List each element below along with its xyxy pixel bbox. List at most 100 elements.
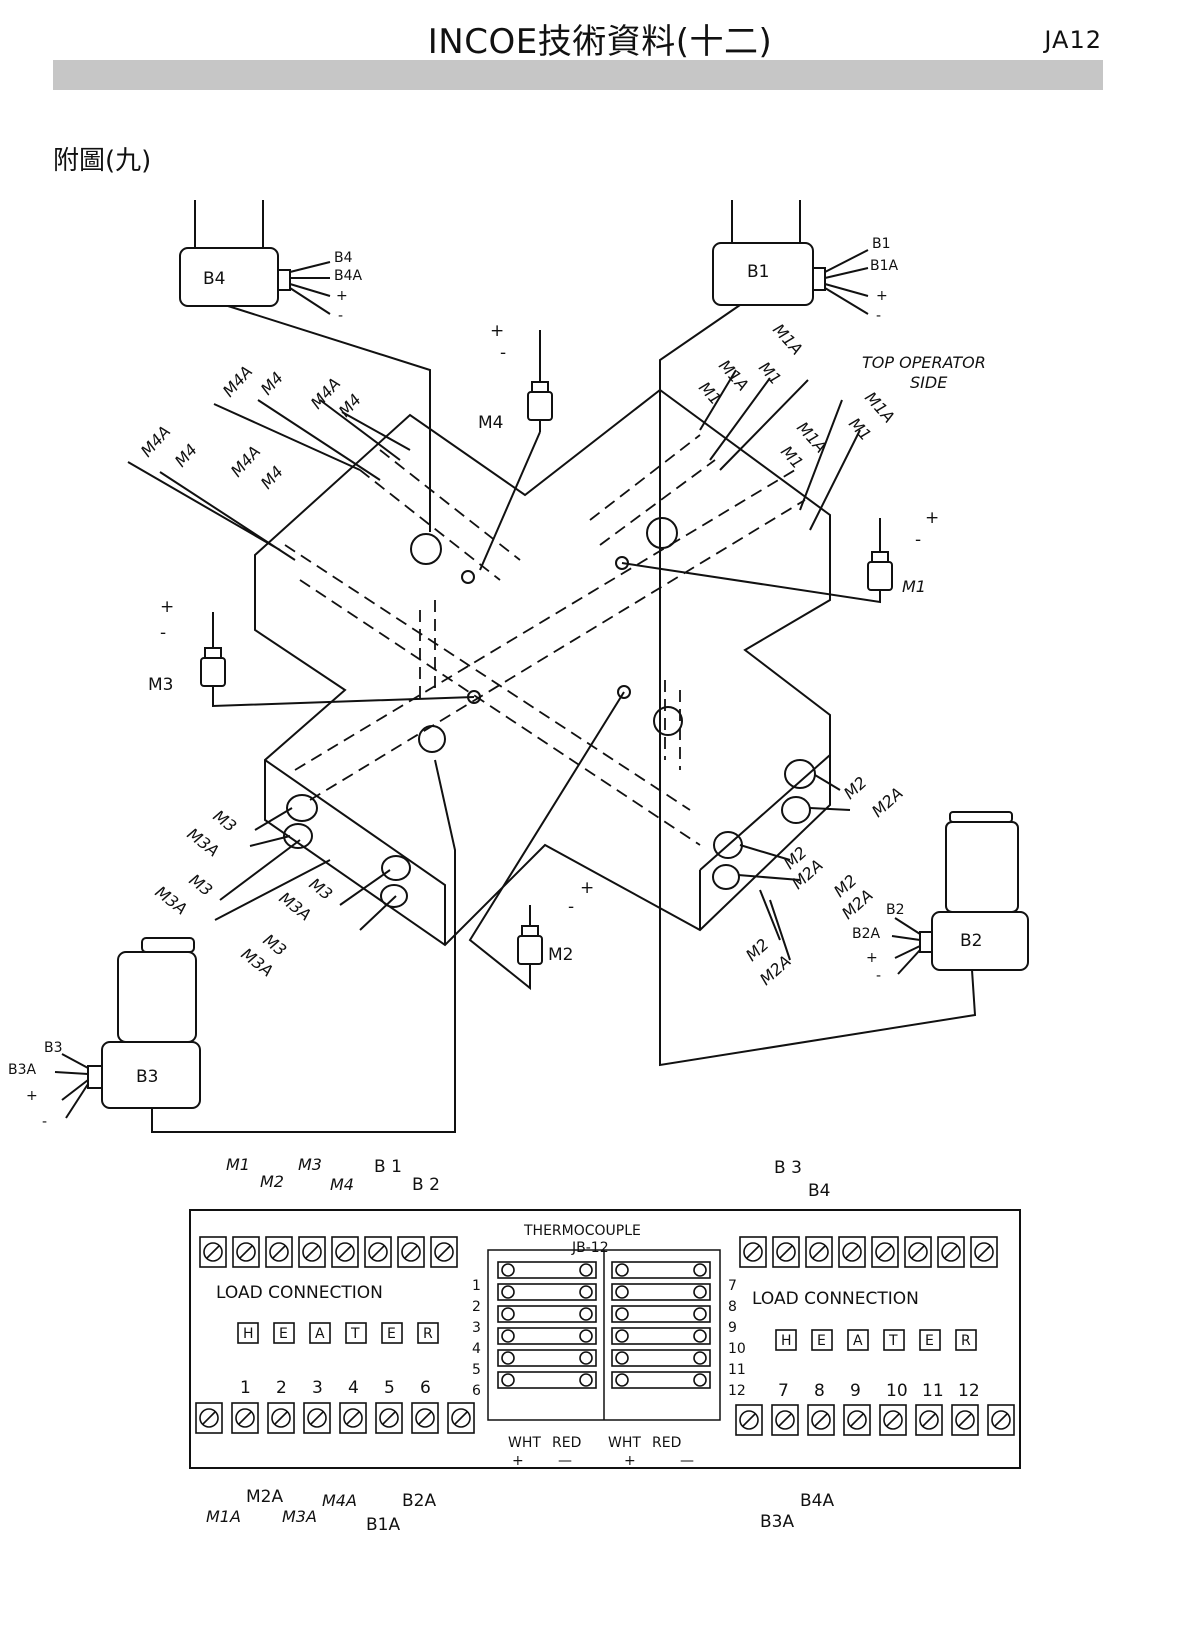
b1-wire-1: B1: [872, 236, 891, 252]
thermocouple-title: THERMOCOUPLE: [523, 1223, 641, 1239]
load-connection-left: LOAD CONNECTION: [216, 1283, 383, 1303]
tc-row-left-number: 4: [472, 1341, 481, 1357]
top-right-screw: [809, 1242, 829, 1262]
bottom-right-slot: [742, 1413, 756, 1427]
thermocouple-screw: [501, 1263, 515, 1277]
bottom-left-terminal: [267, 1402, 295, 1434]
bottom-left-terminal: [447, 1402, 475, 1434]
load-bottom-left-number: 2: [276, 1378, 287, 1398]
zone-m2-1: M2: [840, 773, 871, 803]
load-bottom-left-number: 4: [348, 1378, 359, 1398]
b3-wire-2: B3A: [8, 1062, 37, 1078]
jb-top-label-b4: B4: [808, 1181, 830, 1201]
thermocouple-screw: [615, 1285, 629, 1299]
bottom-right-terminal: [807, 1404, 835, 1436]
thermocouple-strip-row: [611, 1327, 711, 1345]
jb-bottom-label-b3a: B3A: [760, 1512, 794, 1532]
top-left-screw: [302, 1242, 322, 1262]
bottom-left-screw: [343, 1408, 363, 1428]
top-right-terminal: [871, 1236, 899, 1268]
bottom-right-terminal: [915, 1404, 943, 1436]
zone-m2-4: M2: [742, 935, 773, 965]
b2-wire-1: B2: [886, 902, 905, 918]
heater-left-letter: H: [243, 1326, 254, 1342]
jb-bottom-label-b1a: B1A: [366, 1515, 400, 1535]
load-bottom-left-number: 5: [384, 1378, 395, 1398]
thermocouple-screw: [579, 1285, 593, 1299]
thermocouple-screw: [693, 1285, 707, 1299]
top-left-terminal: [298, 1236, 326, 1268]
jb-bottom-label-b4a: B4A: [800, 1491, 834, 1511]
zone-m2a-1: M2A: [868, 783, 907, 820]
heater-left-box: [345, 1322, 367, 1344]
zone-m4a-2: M4A: [219, 362, 256, 401]
heater-right-letter: E: [925, 1333, 934, 1349]
zone-m1a-1: M1A: [769, 320, 806, 359]
connector-b1-label: B1: [747, 262, 769, 282]
b1-wire-4: -: [876, 308, 881, 324]
zone-m3-3: M3: [306, 874, 337, 904]
heater-right-box: [775, 1329, 797, 1351]
load-bottom-right-number: 12: [958, 1381, 980, 1401]
jb-bottom-label-m3a: M3A: [282, 1507, 317, 1526]
tc-row-left-number: 2: [472, 1299, 481, 1315]
bottom-right-screw: [919, 1410, 939, 1430]
zone-m3-1: M3: [210, 806, 241, 836]
junction-box: [189, 1209, 1021, 1469]
top-left-terminal: [331, 1236, 359, 1268]
top-left-screw: [401, 1242, 421, 1262]
bottom-right-terminal: [771, 1404, 799, 1436]
top-left-screw: [335, 1242, 355, 1262]
zone-m4-3: M4: [335, 390, 365, 421]
heater-left-box: [309, 1322, 331, 1344]
thermocouple-screw: [693, 1351, 707, 1365]
jb-bottom-label-m2a: M2A: [246, 1487, 283, 1507]
top-left-terminal: [265, 1236, 293, 1268]
zone-m1-1: M1: [755, 358, 785, 389]
bottom-left-terminal: [411, 1402, 439, 1434]
bottom-right-terminal: [951, 1404, 979, 1436]
polarity-3: +: [624, 1453, 636, 1469]
tc-row-left-number: 6: [472, 1383, 481, 1399]
thermocouple-screw: [693, 1329, 707, 1343]
jb-top-label-m2: M2: [260, 1172, 284, 1191]
top-left-slot: [272, 1245, 286, 1259]
bottom-right-screw: [991, 1410, 1011, 1430]
jb-top-label-b1: B 1: [374, 1157, 402, 1177]
heater-right-letter: R: [961, 1333, 971, 1349]
b3-wire-1: B3: [44, 1040, 63, 1056]
m1-minus: -: [915, 530, 921, 550]
b3-wire-3: +: [26, 1088, 38, 1104]
heater-left-letter: E: [279, 1326, 288, 1342]
heater-left-box: [237, 1322, 259, 1344]
top-left-screw: [203, 1242, 223, 1262]
top-right-terminal: [805, 1236, 833, 1268]
top-left-slot: [338, 1245, 352, 1259]
header-bar: [53, 60, 1103, 90]
top-right-slot: [812, 1245, 826, 1259]
top-right-screw: [941, 1242, 961, 1262]
zone-m4a-4: M4A: [227, 442, 264, 481]
zone-m1-3: M1: [777, 442, 807, 473]
bottom-left-screw: [199, 1408, 219, 1428]
thermocouple-strip-row: [611, 1349, 711, 1367]
bottom-right-terminal: [735, 1404, 763, 1436]
page-title: INCOE技術資料(十二): [427, 22, 773, 62]
m4-plus: +: [490, 321, 504, 341]
heater-left-letter: E: [387, 1326, 396, 1342]
zone-m4-4: M4: [257, 462, 287, 493]
bottom-left-terminal: [375, 1402, 403, 1434]
top-left-slot: [305, 1245, 319, 1259]
wire-color-4: RED: [652, 1435, 681, 1451]
zone-m3a-2: M3A: [152, 882, 191, 918]
zone-m3-2: M3: [186, 870, 217, 900]
bottom-right-slot: [958, 1413, 972, 1427]
jb-top-label-m4: M4: [330, 1175, 354, 1194]
b2-wire-3: +: [866, 950, 878, 966]
tc-row-right-number: 10: [728, 1341, 746, 1357]
wire-color-1: WHT: [508, 1435, 541, 1451]
b2-wire-2: B2A: [852, 926, 881, 942]
figure-label: 附圖(九): [53, 146, 152, 176]
zone-m1-4: M1: [845, 414, 875, 445]
heater-right-box: [883, 1329, 905, 1351]
